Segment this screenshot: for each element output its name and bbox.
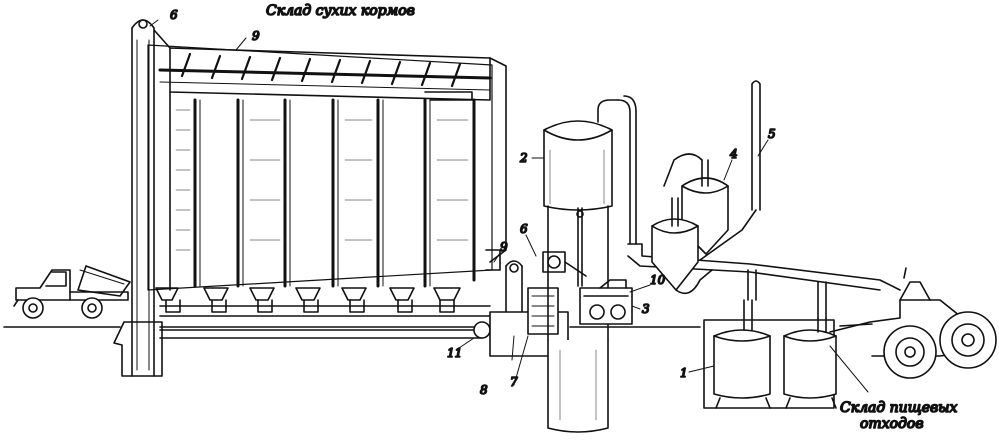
boiler-tanks-4 [651, 153, 729, 295]
caption-dry-feed-store: Склад сухих кормов [266, 3, 415, 19]
callout-7: 7 [510, 375, 518, 389]
callout-5: 5 [768, 127, 776, 141]
callout-9-top: 9 [252, 29, 260, 43]
callout-2: 2 [519, 151, 528, 165]
dry-feed-bins [147, 44, 507, 317]
callout-6-crusher: 6 [520, 222, 528, 236]
callout-6-elevator: 6 [170, 8, 178, 22]
dump-truck-icon [13, 265, 131, 319]
food-waste-tanks-1 [703, 299, 837, 409]
caption-food-waste-store-2: отходов [860, 416, 923, 432]
callout-9-bottom: 9 [500, 240, 508, 254]
feed-mixer-2 [543, 99, 619, 433]
callout-11: 11 [447, 346, 462, 360]
caption-food-waste-store-1: Склад пищевых [840, 400, 958, 416]
collecting-conveyor [159, 321, 491, 339]
callout-leaders [149, 19, 869, 393]
callout-10: 10 [650, 273, 666, 287]
callout-1: 1 [680, 366, 688, 380]
steamer-mixer-3 [579, 279, 633, 325]
bucket-elevator-left [113, 19, 171, 377]
callout-4: 4 [729, 147, 738, 161]
tractor-icon [829, 267, 997, 379]
callout-3: 3 [642, 302, 650, 316]
callout-8: 8 [480, 383, 488, 397]
